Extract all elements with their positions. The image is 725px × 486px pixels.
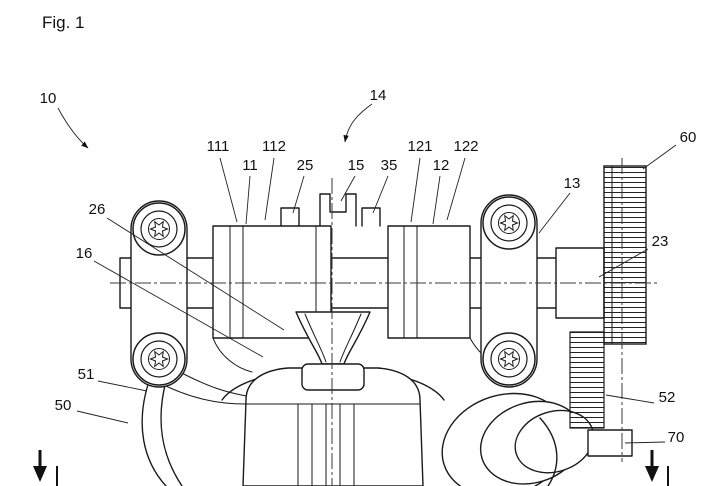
ref-label-16: 16 [76,245,93,262]
screw-head-bottom-right [482,332,536,386]
ref-label-122: 122 [453,138,478,155]
screw-head-top-right [482,196,536,250]
drive-gear [569,165,647,457]
ref-label-14: 14 [370,87,387,104]
secondary-gear [569,331,605,429]
gear-bracket [587,429,633,457]
ref-labels: Fig. 1 10 14 60 111 112 121 122 11 25 15… [40,13,697,446]
ref-label-51: 51 [78,366,95,383]
screw-head-top-left [132,202,186,256]
ref-label-13: 13 [564,175,581,192]
ref-label-121: 121 [407,138,432,155]
leader-lines [57,103,677,444]
ref-label-11: 11 [242,157,258,174]
figure-title: Fig. 1 [42,13,85,32]
valve-funnel [295,311,371,391]
section-arrow-left [33,450,58,486]
ref-label-70: 70 [668,429,685,446]
centerlines [110,158,660,486]
ref-label-25: 25 [297,157,314,174]
ref-label-112: 112 [262,138,286,155]
ref-label-35: 35 [381,157,398,174]
ref-label-111: 111 [207,138,230,155]
ref-label-15: 15 [348,157,365,174]
ref-label-60: 60 [680,129,697,146]
ref-label-23: 23 [652,233,669,250]
ref-label-50: 50 [55,397,72,414]
ref-label-26: 26 [89,201,106,218]
screw-head-bottom-left [132,332,186,386]
ref-label-10: 10 [40,90,57,107]
ref-label-52: 52 [659,389,676,406]
ref-label-12: 12 [433,157,450,174]
section-arrow-right [645,450,669,486]
